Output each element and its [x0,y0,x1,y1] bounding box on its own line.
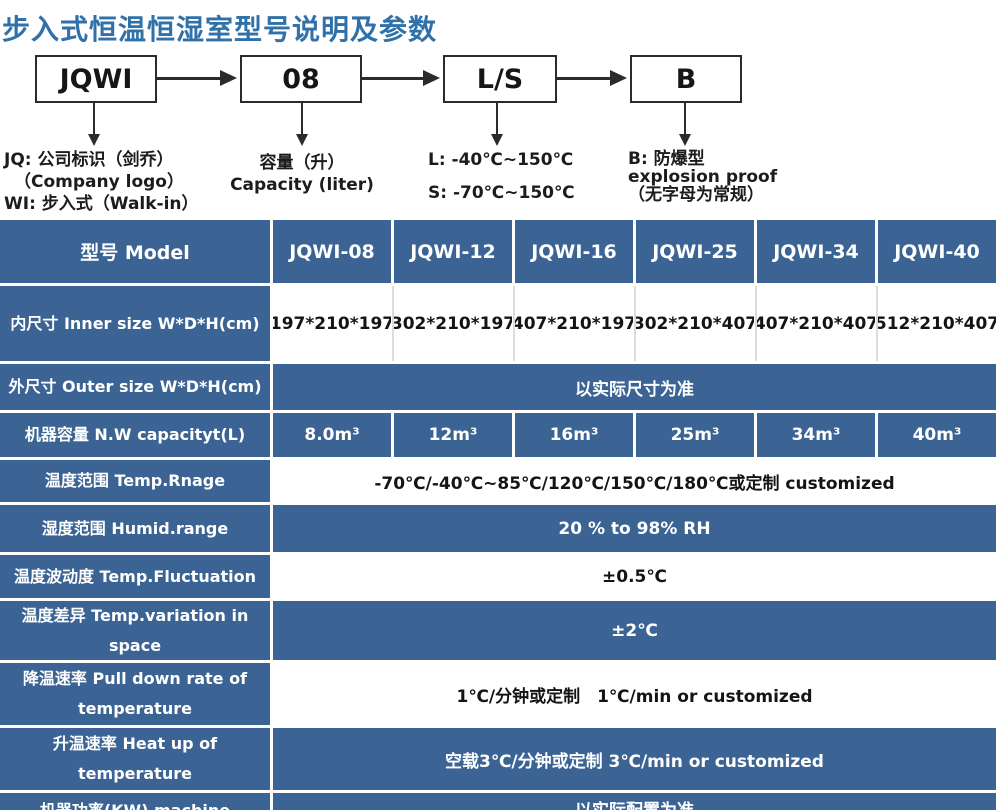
row-label: 温度波动度 Temp.Fluctuation [0,555,270,598]
row-value: 25m³ [636,413,754,457]
row-value: 8.0m³ [273,413,391,457]
note-capacity: 容量（升） Capacity (liter) [222,152,382,196]
code-box-temp-range: L/S [443,55,557,103]
note-line: 容量（升） [259,153,345,173]
arrow-right-icon [557,70,627,86]
note-line: （无字母为常规） [628,185,764,205]
note-line: Capacity (liter) [230,175,374,195]
table-row: 外尺寸 Outer size W*D*H(cm)以实际尺寸为准 [0,364,996,410]
header-model-label: 型号 Model [0,220,270,283]
row-value: 302*210*407 [636,286,754,361]
table-row: 温度波动度 Temp.Fluctuation±0.5℃ [0,555,996,598]
row-value: 40m³ [878,413,996,457]
arrow-down-icon [491,101,503,146]
row-value: 16m³ [515,413,633,457]
note-line: L: -40℃~150℃ [428,150,574,170]
note-line: JQ: 公司标识（剑乔） [4,150,174,170]
header-model-col: JQWI-25 [636,220,754,283]
table-row: 温度范围 Temp.Rnage-70℃/-40℃~85℃/120℃/150℃/1… [0,460,996,502]
row-label: 湿度范围 Humid.range [0,505,270,552]
note-brand: JQ: 公司标识（剑乔） （Company logo） WI: 步入式（Walk… [4,149,199,215]
row-label: 温度差异 Temp.variation in space [0,601,270,660]
arrow-down-icon [679,101,691,146]
note-temp-range: L: -40℃~150℃ S: -70℃~150℃ [428,150,575,203]
header-model-col: JQWI-08 [273,220,391,283]
arrow-right-icon [362,70,440,86]
row-label: 机器功率(KW) machine power(kw) [0,793,270,810]
page-title: 步入式恒温恒湿室型号说明及参数 [2,13,438,46]
row-value-merged: ±2℃ [273,601,996,660]
header-model-col: JQWI-34 [757,220,875,283]
row-value-merged: 空载3℃/分钟或定制 3℃/min or customized [273,728,996,790]
row-value: 407*210*197 [515,286,633,361]
arrow-down-icon [296,101,308,146]
row-value-merged: -70℃/-40℃~85℃/120℃/150℃/180℃或定制 customiz… [273,460,996,502]
row-value: 512*210*407 [878,286,996,361]
row-label: 外尺寸 Outer size W*D*H(cm) [0,364,270,410]
note-line: B: 防爆型 [628,149,705,169]
row-label: 机器容量 N.W capacityt(L) [0,413,270,457]
row-label: 温度范围 Temp.Rnage [0,460,270,502]
row-value-merged: 以实际配置为准 [273,793,996,810]
arrow-right-icon [157,70,237,86]
row-value: 12m³ [394,413,512,457]
table-row: 机器功率(KW) machine power(kw)以实际配置为准 [0,793,996,810]
code-box-capacity: 08 [240,55,362,103]
row-label: 内尺寸 Inner size W*D*H(cm) [0,286,270,361]
header-model-col: JQWI-12 [394,220,512,283]
row-value-merged: 以实际尺寸为准 [273,364,996,410]
row-label: 升温速率 Heat up of temperature [0,728,270,790]
note-line: （Company logo） [14,172,184,192]
row-value-merged: 1℃/分钟或定制 1℃/min or customized [273,663,996,725]
row-value-merged: 20 % to 98% RH [273,505,996,552]
note-line: S: -70℃~150℃ [428,183,575,203]
row-value: 34m³ [757,413,875,457]
header-model-col: JQWI-40 [878,220,996,283]
arrow-down-icon [88,101,100,146]
note-line: WI: 步入式（Walk-in） [4,194,199,214]
row-value-merged: ±0.5℃ [273,555,996,598]
code-box-brand: JQWI [35,55,157,103]
table-row: 温度差异 Temp.variation in space±2℃ [0,601,996,660]
row-value: 302*210*197 [394,286,512,361]
note-line: explosion proof [628,167,778,187]
code-box-explosion: B [630,55,742,103]
row-value: 197*210*197 [273,286,391,361]
row-label: 降温速率 Pull down rate of temperature [0,663,270,725]
header-model-col: JQWI-16 [515,220,633,283]
note-explosion: B: 防爆型 explosion proof （无字母为常规） [628,150,777,204]
row-value: 407*210*407 [757,286,875,361]
